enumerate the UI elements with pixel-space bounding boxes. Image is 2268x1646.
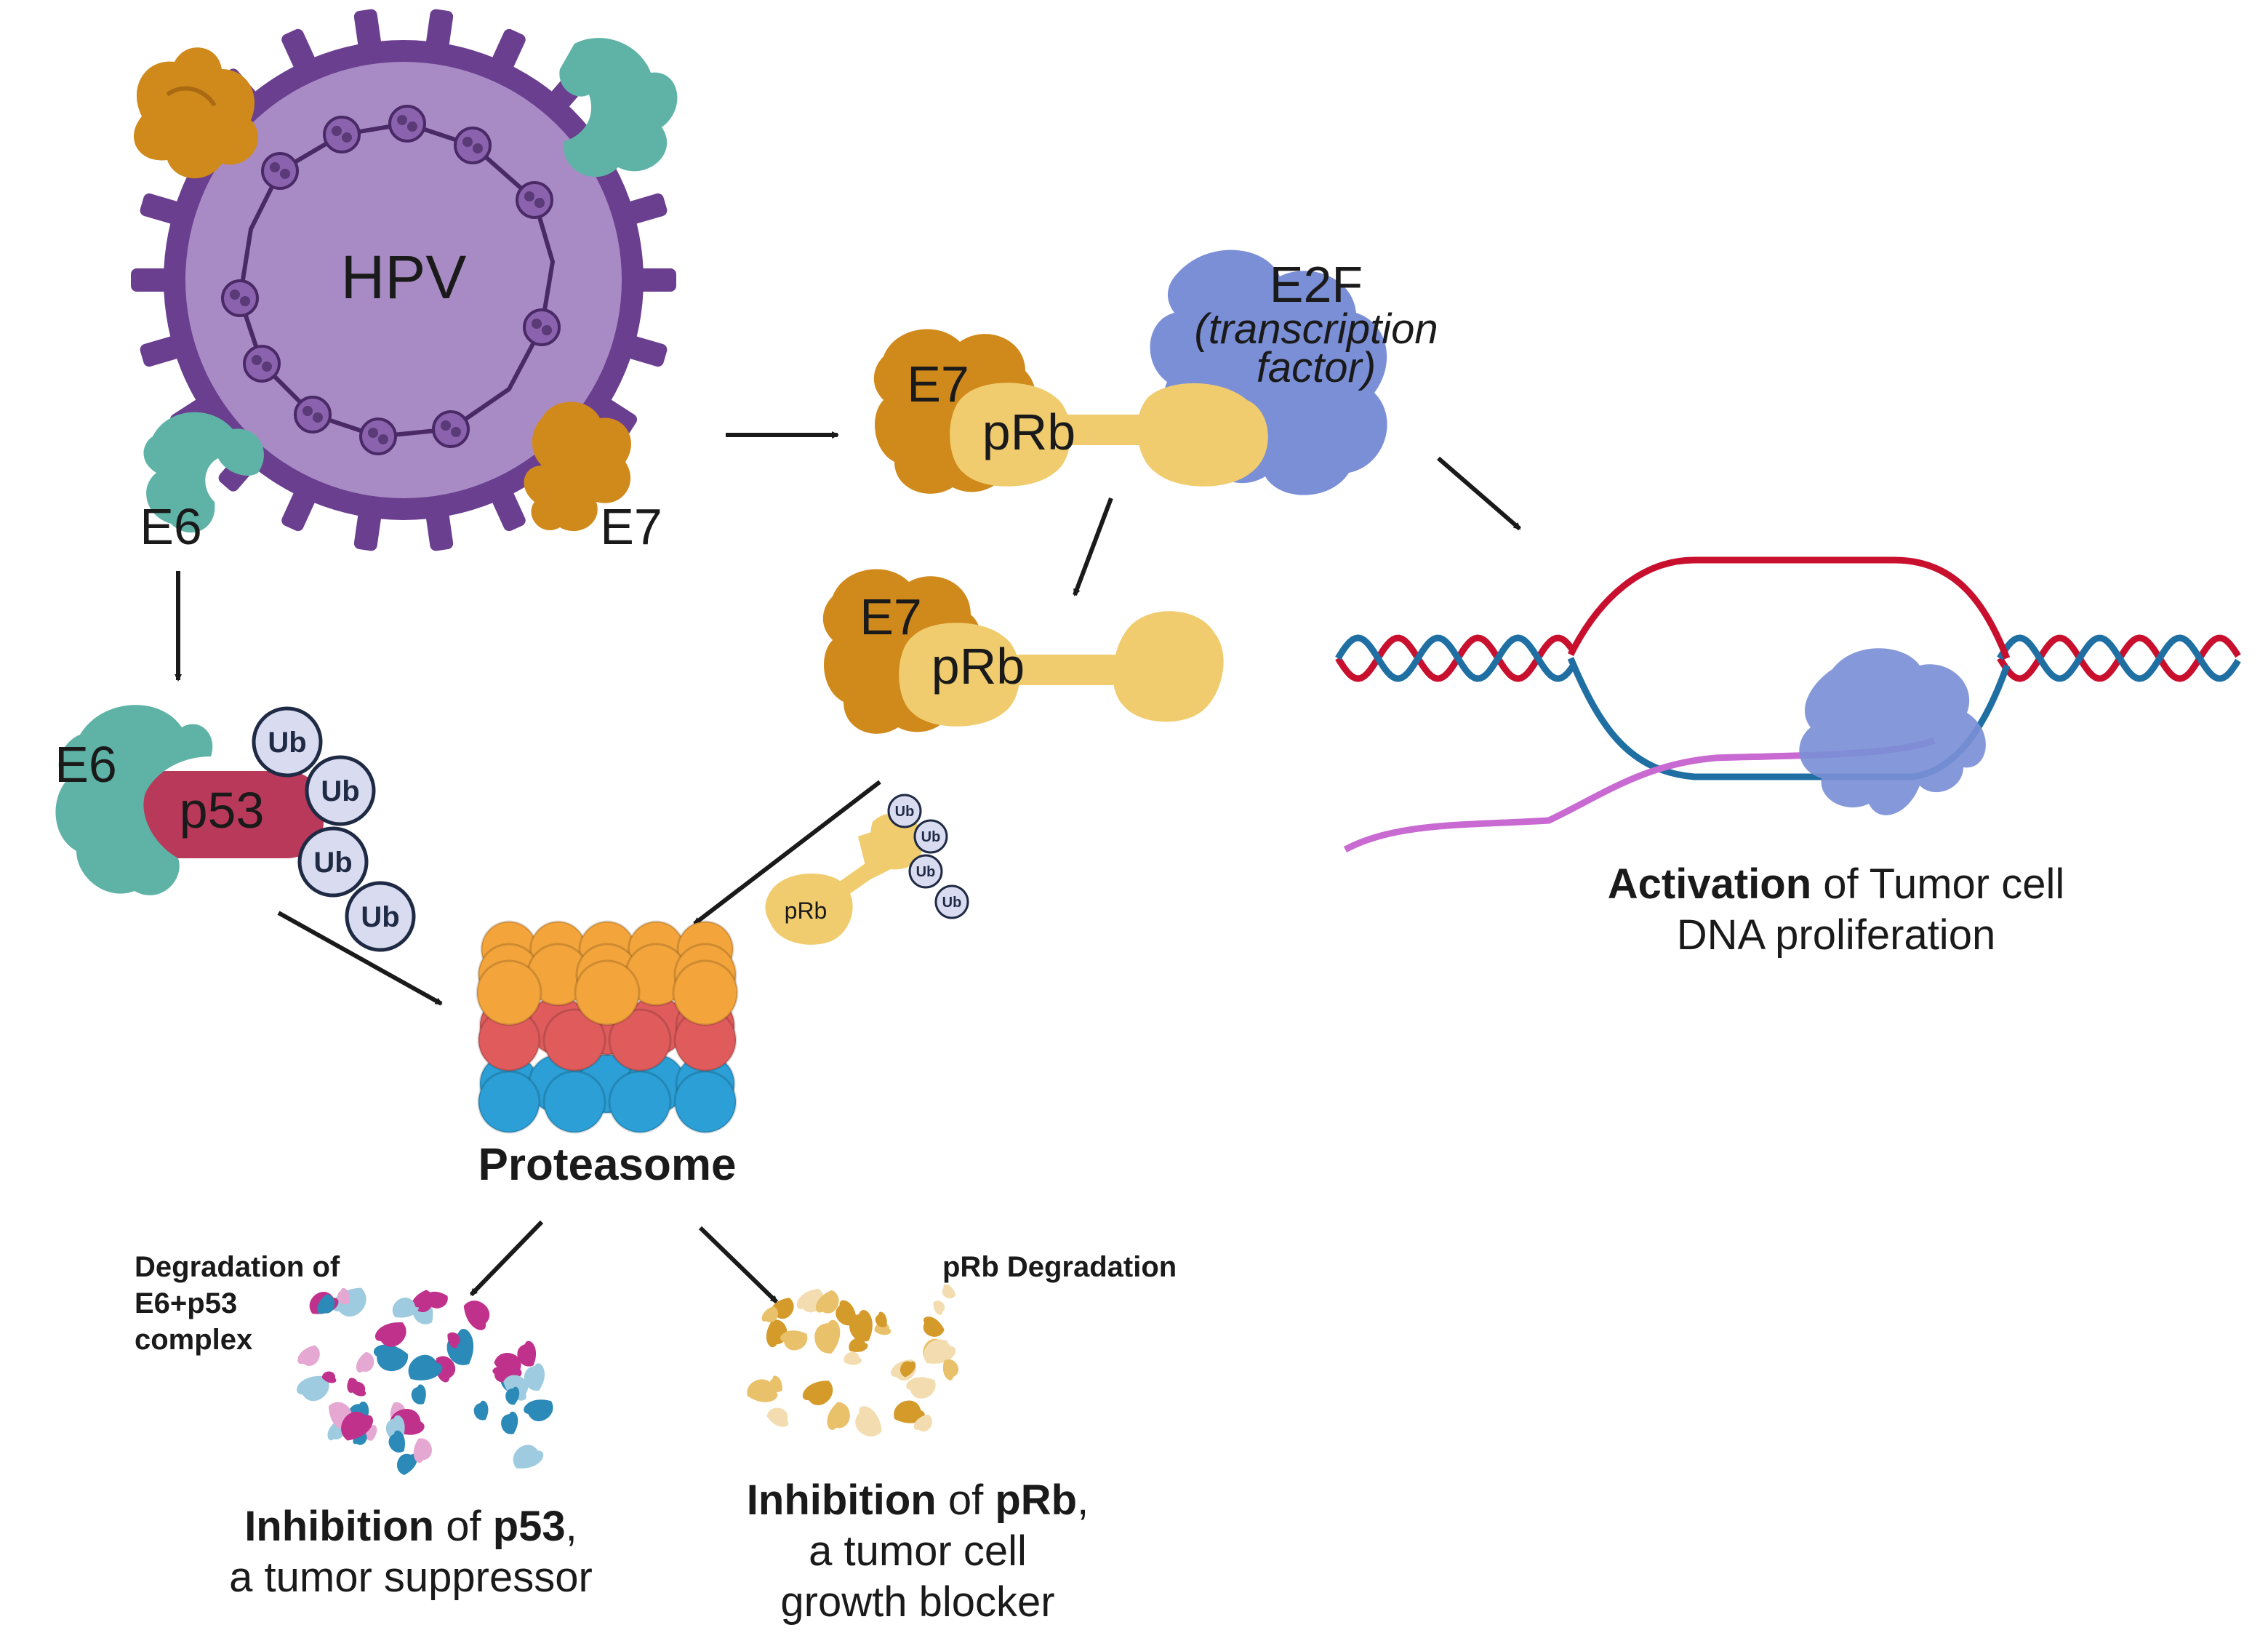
caption-right-line1: Activation of Tumor cell [1608, 860, 2065, 908]
e2f-label: E2F [1270, 256, 1363, 313]
arrow-proteasome-to-prb-fragments [698, 1226, 779, 1304]
ub-label-2: Ub [321, 775, 359, 807]
e7-protein-bottom-right [524, 401, 631, 532]
caption-mid-line3: growth blocker [780, 1578, 1054, 1626]
arrow-proteasome-to-p53-fragments [469, 1220, 544, 1297]
ubiquitinated-prb: pRb Ub Ub Ub Ub [765, 794, 969, 945]
ub-label-4: Ub [361, 901, 399, 933]
e7-label-mid: E7 [859, 588, 922, 645]
caption-left-line1: Inhibition of p53, [244, 1503, 577, 1550]
arrow-p53-to-proteasome [277, 911, 443, 1006]
proteasome-ring-top [476, 920, 739, 1026]
e7-prb-complex: E7 pRb [822, 569, 1224, 734]
arrow-e2f-to-dna [1437, 456, 1521, 531]
ub-small-4: Ub [942, 895, 962, 911]
hpv-virion: HPV E6 E7 [131, 9, 678, 555]
e6-label-complex: E6 [55, 736, 117, 793]
proteasome: Proteasome [476, 920, 739, 1190]
ub-label-3: Ub [313, 847, 352, 879]
e2f-note-line1: (transcription [1194, 305, 1438, 353]
p53-label: p53 [180, 782, 265, 839]
e7-prb-e2f-complex: E7 pRb E2F (transcription factor) [873, 249, 1438, 495]
e7-protein-top-left [133, 47, 259, 179]
ub-small-1: Ub [895, 804, 915, 820]
p53-fragments [297, 1287, 553, 1475]
prb-label-free: pRb [785, 898, 828, 924]
caption-right-line2: DNA proliferation [1677, 911, 1995, 959]
degradation-left-line1: Degradation of [135, 1251, 340, 1283]
arrow-complex-to-e7prb [1073, 497, 1113, 596]
polymerase [1799, 648, 1986, 815]
arrow-e7prb-to-proteasome [693, 780, 881, 926]
dna-strand-top [1567, 556, 2011, 660]
caption-mid-line1: Inhibition of pRb, [747, 1477, 1089, 1524]
p53-protein [105, 771, 324, 858]
prb-label-mid: pRb [931, 638, 1025, 695]
proteasome-label: Proteasome [478, 1140, 737, 1190]
degradation-left-line3: complex [135, 1324, 252, 1356]
ubiquitin-chain: Ub Ub Ub Ub [252, 706, 416, 952]
prb-label-top: pRb [982, 404, 1075, 460]
arrows [175, 431, 1521, 1304]
ub-label-1: Ub [268, 727, 306, 759]
e6-p53-ub-complex: E6 p53 Ub Ub Ub Ub [55, 705, 416, 952]
degradation-right-label: pRb Degradation [942, 1251, 1177, 1283]
viral-genome [238, 121, 555, 439]
prb-fragments [747, 1284, 958, 1437]
e6-protein-top-right [559, 38, 678, 177]
degradation-left-line2: E6+p53 [135, 1287, 237, 1319]
dna-strand-bottom [1567, 657, 2011, 780]
ub-small-3: Ub [916, 864, 936, 880]
e7-label-top: E7 [907, 356, 969, 412]
hpv-label: HPV [341, 243, 467, 311]
caption-mid-line2: a tumor cell [809, 1527, 1027, 1575]
e6-label: E6 [140, 498, 202, 555]
caption-left-line2: a tumor suppressor [229, 1554, 593, 1601]
genome-nucleosomes [221, 105, 561, 455]
e6-protein-bottom-left [143, 412, 264, 533]
e7-label: E7 [600, 498, 662, 555]
e2f-note-line2: factor) [1257, 344, 1376, 391]
ub-small-2: Ub [921, 829, 941, 845]
dna-replication [1335, 556, 2241, 852]
